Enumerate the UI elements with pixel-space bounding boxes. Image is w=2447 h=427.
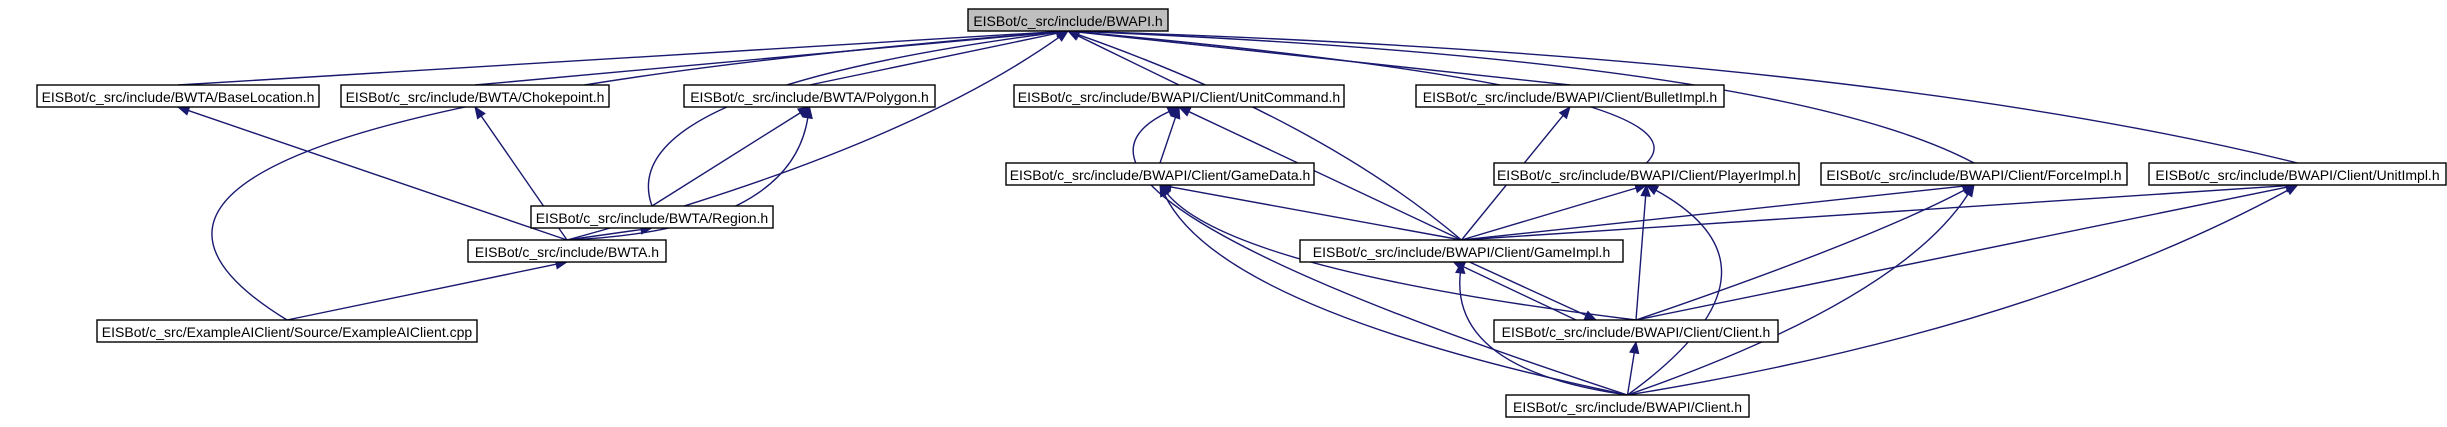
edge-client_client_h-to-client_unitimpl <box>1635 186 2287 321</box>
node-box <box>467 239 667 263</box>
edge-client_bulletimpl-to-bwapi_h <box>1078 31 1571 86</box>
node-label: EISBot/c_src/include/BWAPI/Client/Client… <box>1502 324 1771 340</box>
node-label: EISBot/c_src/include/BWAPI/Client/Bullet… <box>1423 89 1717 105</box>
node-label: EISBot/c_src/include/BWTA/Chokepoint.h <box>346 89 605 105</box>
node-label: EISBot/c_src/include/BWAPI/Client/GameIm… <box>1313 244 1610 260</box>
node-box <box>1820 162 2128 186</box>
edge-bwapi_client_h-to-client_forceimpl <box>1627 193 1969 396</box>
edge-bwta_region-to-bwta_polygon <box>651 112 801 207</box>
node-bwapi-h[interactable]: EISBot/c_src/include/BWAPI.h <box>967 8 1169 32</box>
node-label: EISBot/c_src/include/BWAPI/Client/UnitCo… <box>1018 89 1340 105</box>
edge-example_cpp-to-bwapi_h <box>211 31 1058 321</box>
edge-client_gameimpl-to-client_unitcommand-arrowhead <box>1177 106 1192 117</box>
node-box <box>1493 162 1800 186</box>
node-bwta-region[interactable]: EISBot/c_src/include/BWTA/Region.h <box>530 205 774 229</box>
node-box <box>1013 84 1345 108</box>
edge-client_gameimpl-to-client_client_h <box>1469 261 1587 317</box>
edge-client_client_h-to-client_gamedata <box>1166 193 1637 321</box>
edge-client_gameimpl-to-client_client_h-arrowhead <box>1583 310 1598 321</box>
node-label: EISBot/c_src/include/BWAPI/Client/ForceI… <box>1826 167 2121 183</box>
edge-example_cpp-to-bwta_h <box>286 263 557 321</box>
node-box <box>683 84 936 108</box>
node-box <box>2148 162 2447 186</box>
node-label: EISBot/c_src/include/BWAPI/Client/Player… <box>1497 167 1796 183</box>
edge-bwapi_client_h-to-client_gamedata <box>1164 194 1628 396</box>
edge-bwapi_client_h-to-client_gamedata-arrowhead <box>1159 183 1170 198</box>
edge-client_client_h-to-client_playerimpl <box>1635 195 1647 321</box>
node-box <box>96 319 478 343</box>
edge-client_gameimpl-to-bwapi_h <box>1078 34 1462 241</box>
node-box <box>530 205 774 229</box>
node-label: EISBot/c_src/ExampleAIClient/Source/Exam… <box>102 324 473 340</box>
edge-client_unitcommand-to-bwapi_h <box>1077 35 1180 86</box>
node-bwapi-client-h[interactable]: EISBot/c_src/include/BWAPI/Client.h <box>1505 394 1750 418</box>
node-bwta-h[interactable]: EISBot/c_src/include/BWTA.h <box>467 239 667 263</box>
edge-bwapi_client_h-to-client_gameimpl-arrowhead <box>1455 260 1466 274</box>
node-box <box>1505 394 1750 418</box>
node-box <box>1493 319 1779 343</box>
edge-client_gameimpl-to-client_bulletimpl-arrowhead <box>1558 105 1571 120</box>
edge-bwta_polygon-to-bwapi_h <box>809 32 1058 86</box>
edge-client_gameimpl-to-client_unitcommand <box>1188 111 1462 241</box>
edge-client_client_h-to-client_playerimpl-arrowhead <box>1640 183 1651 197</box>
node-box <box>1299 239 1624 263</box>
node-example-cpp[interactable]: EISBot/c_src/ExampleAIClient/Source/Exam… <box>96 319 478 343</box>
node-box <box>1415 84 1725 108</box>
node-label: EISBot/c_src/include/BWTA/BaseLocation.h <box>42 89 315 105</box>
edge-client_client_h-to-client_forceimpl <box>1635 189 1965 321</box>
edge-client_gamedata-to-client_unitcommand <box>1159 117 1177 164</box>
edge-bwapi_client_h-to-client_client_h-arrowhead <box>1629 340 1640 355</box>
nodes: EISBot/c_src/include/BWAPI.hEISBot/c_src… <box>36 8 2447 418</box>
edge-bwapi_client_h-to-client_playerimpl <box>1627 189 1723 396</box>
node-label: EISBot/c_src/include/BWAPI/Client/GameDa… <box>1010 167 1311 183</box>
node-client-unitimpl[interactable]: EISBot/c_src/include/BWAPI/Client/UnitIm… <box>2148 162 2447 186</box>
node-label: EISBot/c_src/include/BWAPI/Client/UnitIm… <box>2155 167 2439 183</box>
edge-bwta_h-to-bwta_region <box>566 228 642 241</box>
edge-bwta_region-to-bwapi_h <box>647 31 1058 207</box>
node-box <box>1005 162 1315 186</box>
node-bwta-chokepoint[interactable]: EISBot/c_src/include/BWTA/Chokepoint.h <box>340 84 610 108</box>
node-label: EISBot/c_src/include/BWAPI.h <box>973 13 1162 29</box>
node-client-unitcommand[interactable]: EISBot/c_src/include/BWAPI/Client/UnitCo… <box>1013 84 1345 108</box>
edge-bwapi_client_h-to-client_unitcommand <box>1132 110 1628 396</box>
edge-client_gameimpl-to-client_gamedata <box>1170 186 1462 241</box>
node-bwta-polygon[interactable]: EISBot/c_src/include/BWTA/Polygon.h <box>683 84 936 108</box>
edge-bwta_h-to-bwta_polygon-arrowhead <box>802 105 813 120</box>
node-label: EISBot/c_src/include/BWAPI/Client.h <box>1513 399 1742 415</box>
edge-client_gameimpl-to-client_forceimpl <box>1461 185 1964 241</box>
edge-bwta_h-to-bwta_baselocation <box>188 109 568 241</box>
edge-bwapi_client_h-to-client_client_h <box>1626 352 1635 396</box>
edge-client_client_h-to-client_gameimpl <box>1463 266 1577 321</box>
node-client-forceimpl[interactable]: EISBot/c_src/include/BWAPI/Client/ForceI… <box>1820 162 2128 186</box>
edge-bwapi_client_h-to-client_forceimpl-arrowhead <box>1963 183 1975 198</box>
node-client-bulletimpl[interactable]: EISBot/c_src/include/BWAPI/Client/Bullet… <box>1415 84 1725 108</box>
node-box <box>36 84 320 108</box>
edge-bwta_h-to-bwta_polygon <box>566 117 809 241</box>
edge-bwta_baselocation-to-bwapi_h <box>177 30 1058 86</box>
node-label: EISBot/c_src/include/BWTA.h <box>475 244 659 260</box>
edge-bwta_h-to-bwta_chokepoint-arrowhead <box>474 105 486 120</box>
edge-client_gameimpl-to-client_unitimpl <box>1461 185 2287 241</box>
edges <box>176 26 2299 396</box>
edge-client_unitimpl-to-bwapi_h <box>1078 30 2298 164</box>
edge-bwapi_client_h-to-client_gameimpl <box>1459 272 1628 396</box>
edge-bwta_chokepoint-to-bwapi_h <box>474 31 1058 86</box>
node-client-playerimpl[interactable]: EISBot/c_src/include/BWAPI/Client/Player… <box>1493 162 1800 186</box>
node-label: EISBot/c_src/include/BWTA/Polygon.h <box>690 89 929 105</box>
node-client-client-h[interactable]: EISBot/c_src/include/BWAPI/Client/Client… <box>1493 319 1779 343</box>
node-client-gameimpl[interactable]: EISBot/c_src/include/BWAPI/Client/GameIm… <box>1299 239 1624 263</box>
node-bwta-baselocation[interactable]: EISBot/c_src/include/BWTA/BaseLocation.h <box>36 84 320 108</box>
edge-client_gameimpl-to-client_playerimpl <box>1461 187 1637 241</box>
node-label: EISBot/c_src/include/BWTA/Region.h <box>536 210 768 226</box>
edge-bwapi_client_h-to-client_unitimpl-arrowhead <box>2284 184 2299 196</box>
node-client-gamedata[interactable]: EISBot/c_src/include/BWAPI/Client/GameDa… <box>1005 162 1315 186</box>
edge-bwapi_client_h-to-client_unitimpl <box>1627 189 2289 396</box>
node-box <box>967 8 1169 32</box>
node-box <box>340 84 610 108</box>
edge-client_forceimpl-to-bwapi_h <box>1078 30 1975 164</box>
